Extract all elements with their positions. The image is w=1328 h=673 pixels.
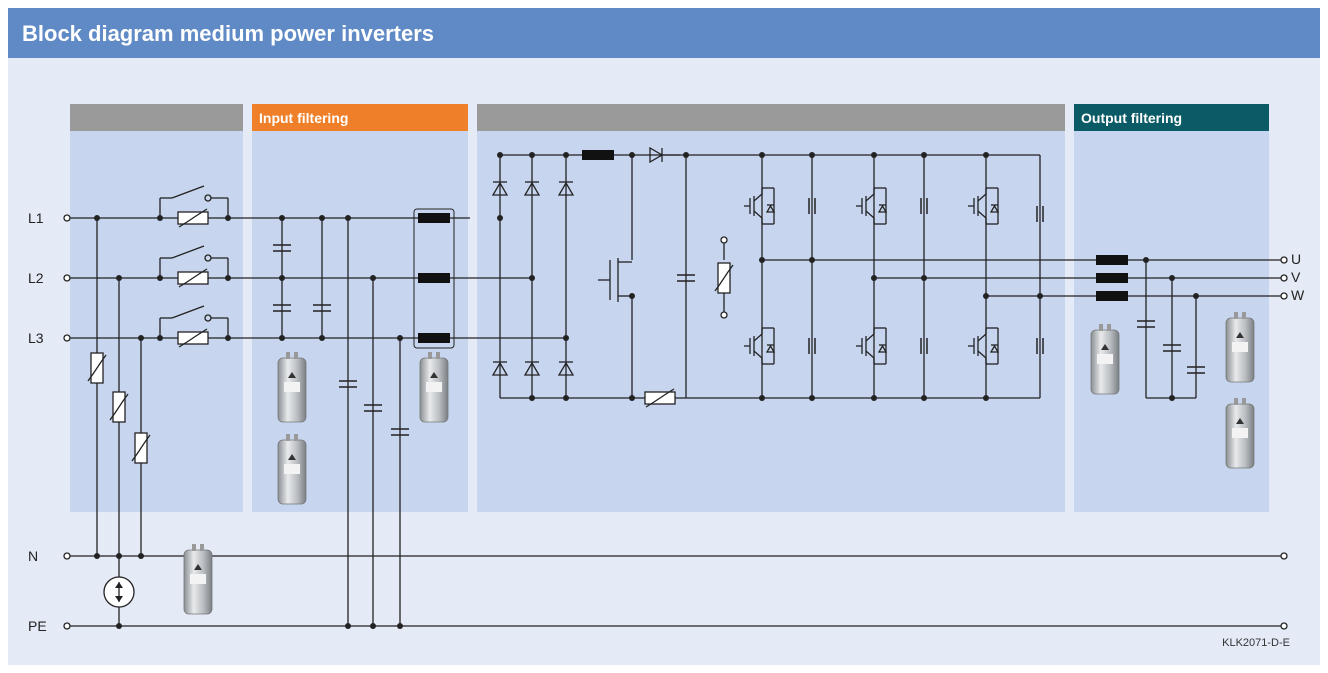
output-label-v: V (1291, 269, 1301, 285)
protection-block-header (70, 104, 243, 131)
inverter-leg-v (855, 151, 1128, 402)
output-filtering-label: Output filtering (1081, 110, 1183, 126)
output-label-u: U (1291, 251, 1301, 267)
input-label-l2: L2 (28, 270, 44, 286)
rail-label-n: N (28, 548, 38, 564)
inverter-leg-u (743, 151, 1128, 402)
protection-block (70, 104, 243, 512)
output-filtering-header: Output filtering (1074, 104, 1269, 131)
converter-block (477, 104, 1065, 512)
diagram-title: Block diagram medium power inverters (22, 21, 435, 46)
drawing-reference: KLK2071-D-E (1222, 637, 1290, 649)
input-label-l1: L1 (28, 210, 44, 226)
input-filtering-label: Input filtering (259, 110, 349, 126)
rail-label-pe: PE (28, 618, 47, 634)
input-label-l3: L3 (28, 330, 44, 346)
converter-block-header (477, 104, 1065, 131)
title-bar: Block diagram medium power inverters (8, 8, 1320, 58)
input-filtering-header: Input filtering (252, 104, 468, 131)
output-label-w: W (1291, 287, 1305, 303)
